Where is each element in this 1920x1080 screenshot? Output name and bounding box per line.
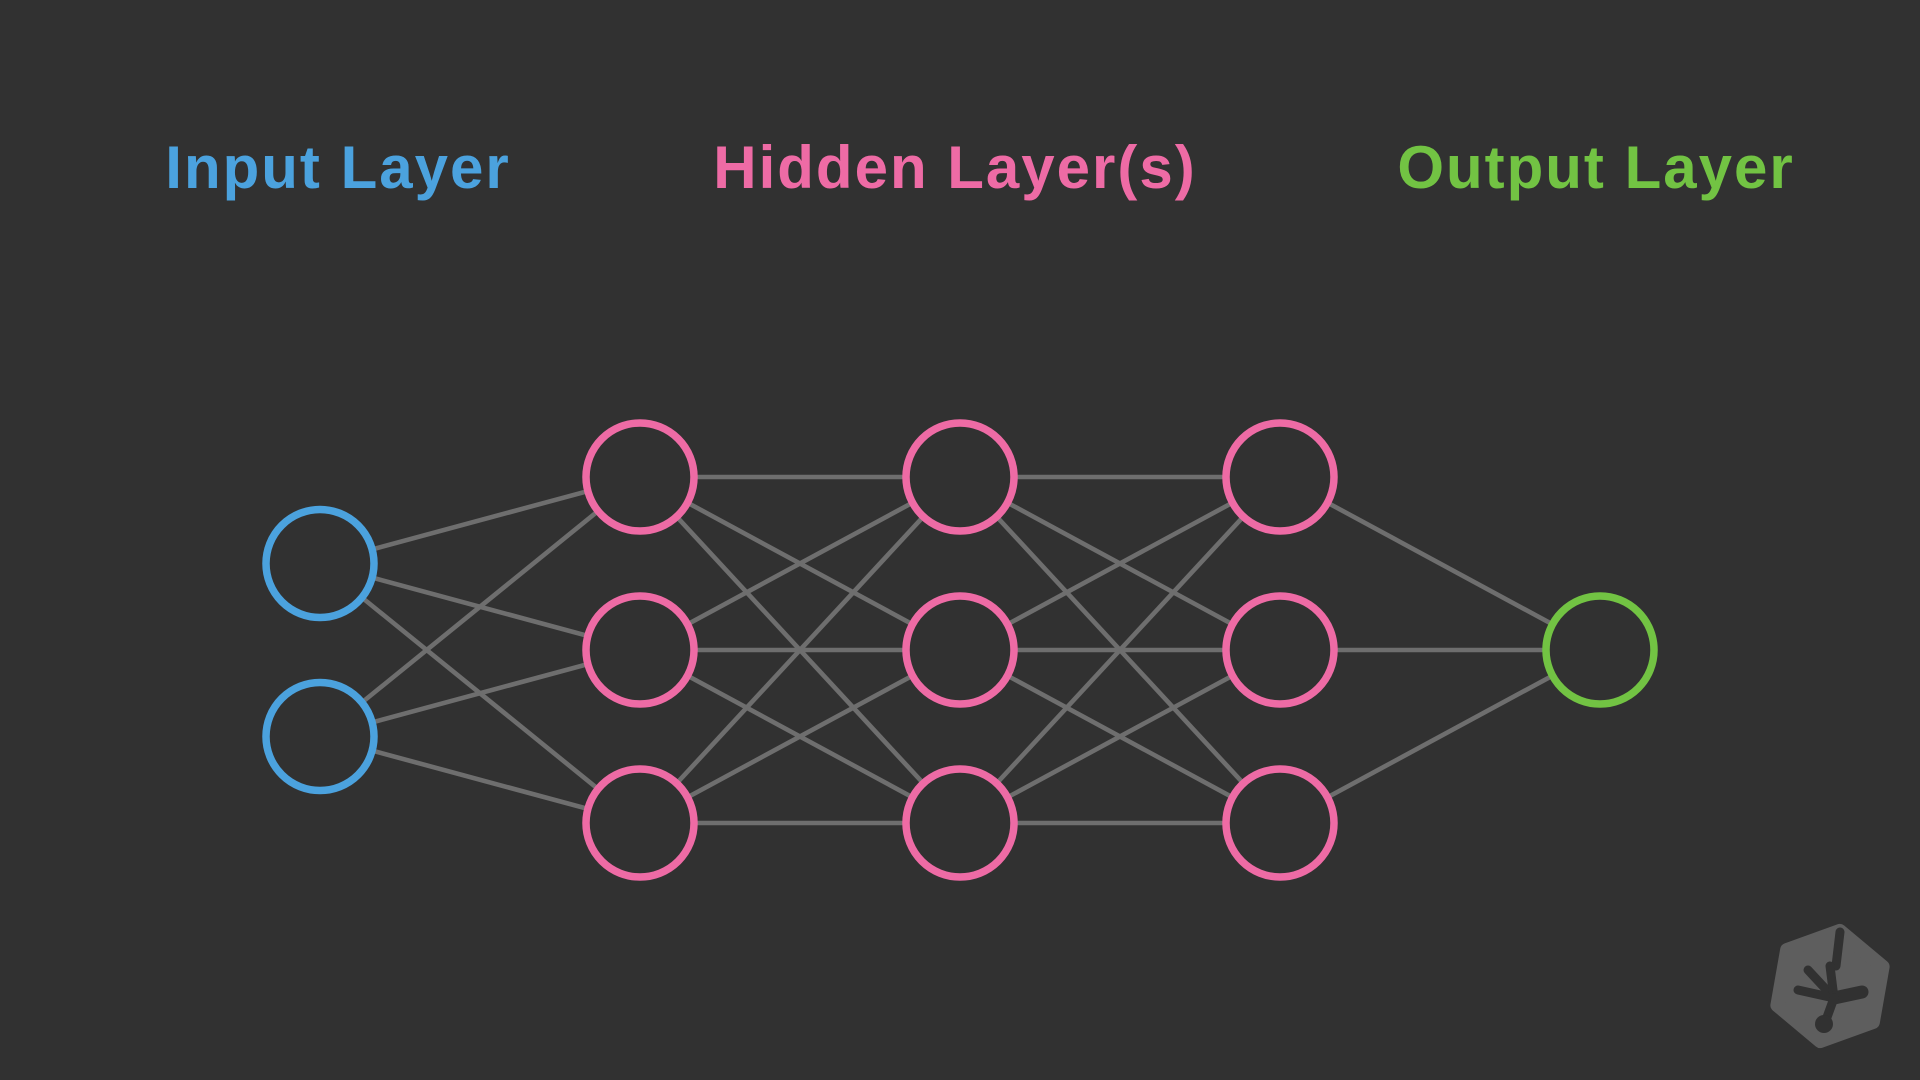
edge-line xyxy=(958,647,1282,826)
edge-line xyxy=(638,474,962,653)
input-node xyxy=(262,678,378,795)
hidden-node xyxy=(582,592,698,708)
hidden-node xyxy=(902,765,1018,881)
nodes-group xyxy=(262,419,1658,881)
edge-line xyxy=(638,647,962,826)
edge-line xyxy=(958,475,1282,825)
input-layer-title: Input Layer xyxy=(165,134,511,201)
hidden-node xyxy=(582,419,698,535)
hidden-node xyxy=(582,765,698,881)
hidden-node xyxy=(1222,419,1338,535)
edge-line xyxy=(1278,474,1602,653)
hidden-node xyxy=(1222,592,1338,708)
edge-line xyxy=(318,475,642,739)
output-node xyxy=(1542,592,1658,708)
hidden-node xyxy=(902,419,1018,535)
output-layer-title: Output Layer xyxy=(1397,134,1795,201)
hexagon-badge-icon xyxy=(1770,923,1890,1049)
brand-logo xyxy=(1770,923,1890,1049)
edge-line xyxy=(638,475,962,825)
input-node xyxy=(262,505,378,622)
edge-line xyxy=(1278,647,1602,826)
hidden-layer-title: Hidden Layer(s) xyxy=(713,134,1197,201)
footprint-cutout-icon xyxy=(1793,927,1869,1033)
edge-line xyxy=(958,474,1282,653)
hidden-node xyxy=(1222,765,1338,881)
hidden-node xyxy=(902,592,1018,708)
